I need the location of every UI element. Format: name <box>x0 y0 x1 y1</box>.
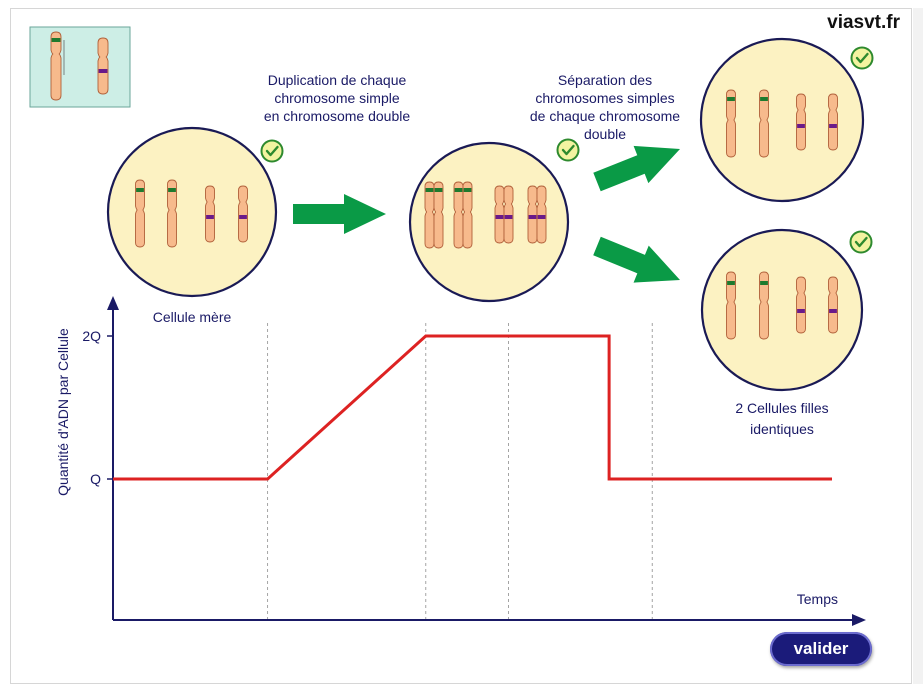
daughter-bottom-chromosomes <box>726 271 838 340</box>
chromatid <box>453 181 464 249</box>
separation-line-3: de chaque chromosome <box>530 108 680 124</box>
y-axis-arrowhead <box>107 296 119 310</box>
chromatid <box>167 179 177 248</box>
chromatid <box>527 185 538 244</box>
x-axis-arrowhead <box>852 614 866 626</box>
chromatid <box>759 89 769 158</box>
chromatid <box>97 37 109 95</box>
chromatid <box>238 185 248 243</box>
duplication-line-3: en chromosome double <box>264 108 411 124</box>
x-axis-label: Temps <box>797 591 838 607</box>
daughter-cells-line-2: identiques <box>750 421 814 437</box>
mother-chromosomes <box>135 179 248 248</box>
y-axis-label: Quantité d'ADN par Cellule <box>55 328 71 496</box>
arrow-icon <box>593 236 680 283</box>
chromatid <box>50 31 62 101</box>
mother-cell <box>106 126 278 298</box>
duplicated-chromosomes <box>424 181 547 249</box>
separation-line-4: double <box>584 126 626 142</box>
chromatid <box>796 276 806 334</box>
check-icon <box>849 230 873 254</box>
chromatid <box>759 271 769 340</box>
daughter-top-chromosomes <box>726 89 838 158</box>
chromatid <box>726 271 736 340</box>
arrow-icon <box>593 145 680 192</box>
chromatid <box>828 93 838 151</box>
chromatid <box>494 185 505 244</box>
chromatid <box>424 181 435 249</box>
separation-line-2: chromosomes simples <box>535 90 674 106</box>
double-chromosome <box>527 185 547 244</box>
duplication-line-1: Duplication de chaque <box>268 72 407 88</box>
chromatid <box>462 181 473 249</box>
double-chromosome <box>453 181 473 249</box>
chromatid <box>536 185 547 244</box>
chromosome-legend-icon <box>29 26 131 108</box>
daughter-cell-bottom <box>700 228 864 392</box>
mother-cell-label: Cellule mère <box>153 309 232 325</box>
daughter-cell-top <box>699 37 865 203</box>
chromatid <box>726 89 736 158</box>
chromatid <box>433 181 444 249</box>
chromatid <box>828 276 838 334</box>
daughter-cells-line-1: 2 Cellules filles <box>735 400 828 416</box>
check-icon <box>556 138 580 162</box>
separation-line-1: Séparation des <box>558 72 652 88</box>
brand-logo-text: viasvt.fr <box>827 12 900 33</box>
y-tick-label: 2Q <box>82 328 101 344</box>
chromatid <box>503 185 514 244</box>
check-icon <box>260 139 284 163</box>
scrollbar[interactable] <box>913 8 923 684</box>
duplication-line-2: chromosome simple <box>274 90 399 106</box>
double-chromosome <box>424 181 444 249</box>
dna-quantity-line <box>113 334 832 481</box>
validate-button[interactable]: valider <box>770 632 872 666</box>
check-icon <box>850 46 874 70</box>
double-chromosome <box>494 185 514 244</box>
chromatid <box>796 93 806 151</box>
duplicated-cell <box>408 141 570 303</box>
y-tick-label: Q <box>90 471 101 487</box>
arrow-icon <box>293 194 386 234</box>
chromatid <box>135 179 145 248</box>
chromatid <box>205 185 215 243</box>
